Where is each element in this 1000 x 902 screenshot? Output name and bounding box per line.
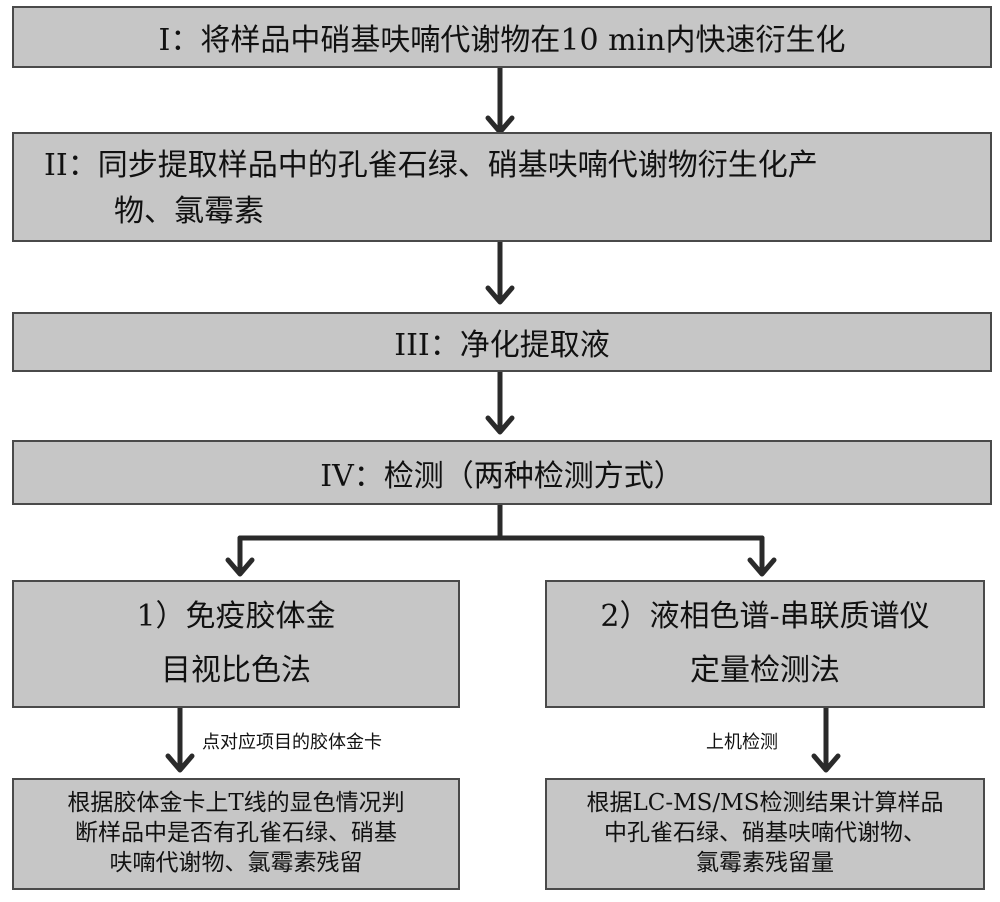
- right-result-box: 根据LC-MS/MS检测结果计算样品 中孔雀石绿、硝基呋喃代谢物、 氯霉素残留量: [545, 778, 985, 890]
- method-lc-msms-box: 2）液相色谱-串联质谱仪 定量检测法: [545, 580, 985, 708]
- step-4-box: IV：检测（两种检测方式）: [12, 440, 992, 505]
- step-1-text: I：将样品中硝基呋喃代谢物在10 min内快速衍生化: [159, 15, 846, 59]
- method-immunocolloidal-gold-box: 1）免疫胶体金 目视比色法: [12, 580, 460, 708]
- step-2-box: II：同步提取样品中的孔雀石绿、硝基呋喃代谢物衍生化产 物、氯霉素: [12, 132, 992, 242]
- right-result-line2: 中孔雀石绿、硝基呋喃代谢物、: [547, 818, 983, 848]
- right-method-title-line2: 定量检测法: [547, 644, 983, 698]
- step-2-text-line1: II：同步提取样品中的孔雀石绿、硝基呋喃代谢物衍生化产: [44, 144, 818, 188]
- step-3-text: III：净化提取液: [394, 320, 610, 364]
- left-arrow-note: 点对应项目的胶体金卡: [202, 728, 382, 754]
- step-2-text-line2: 物、氯霉素: [114, 190, 264, 234]
- right-method-title-line1: 2）液相色谱-串联质谱仪: [547, 590, 983, 644]
- left-result-line1: 根据胶体金卡上T线的显色情况判: [14, 788, 458, 818]
- left-result-line3: 呋喃代谢物、氯霉素残留: [14, 848, 458, 878]
- left-method-title-line1: 1）免疫胶体金: [14, 590, 458, 644]
- step-4-text: IV：检测（两种检测方式）: [320, 451, 684, 495]
- step-1-box: I：将样品中硝基呋喃代谢物在10 min内快速衍生化: [12, 6, 992, 68]
- right-result-line1: 根据LC-MS/MS检测结果计算样品: [547, 788, 983, 818]
- left-method-title-line2: 目视比色法: [14, 644, 458, 698]
- right-arrow-note: 上机检测: [706, 728, 778, 754]
- left-result-line2: 断样品中是否有孔雀石绿、硝基: [14, 818, 458, 848]
- step-3-box: III：净化提取液: [12, 312, 992, 372]
- left-result-box: 根据胶体金卡上T线的显色情况判 断样品中是否有孔雀石绿、硝基 呋喃代谢物、氯霉素…: [12, 778, 460, 890]
- right-result-line3: 氯霉素残留量: [547, 848, 983, 878]
